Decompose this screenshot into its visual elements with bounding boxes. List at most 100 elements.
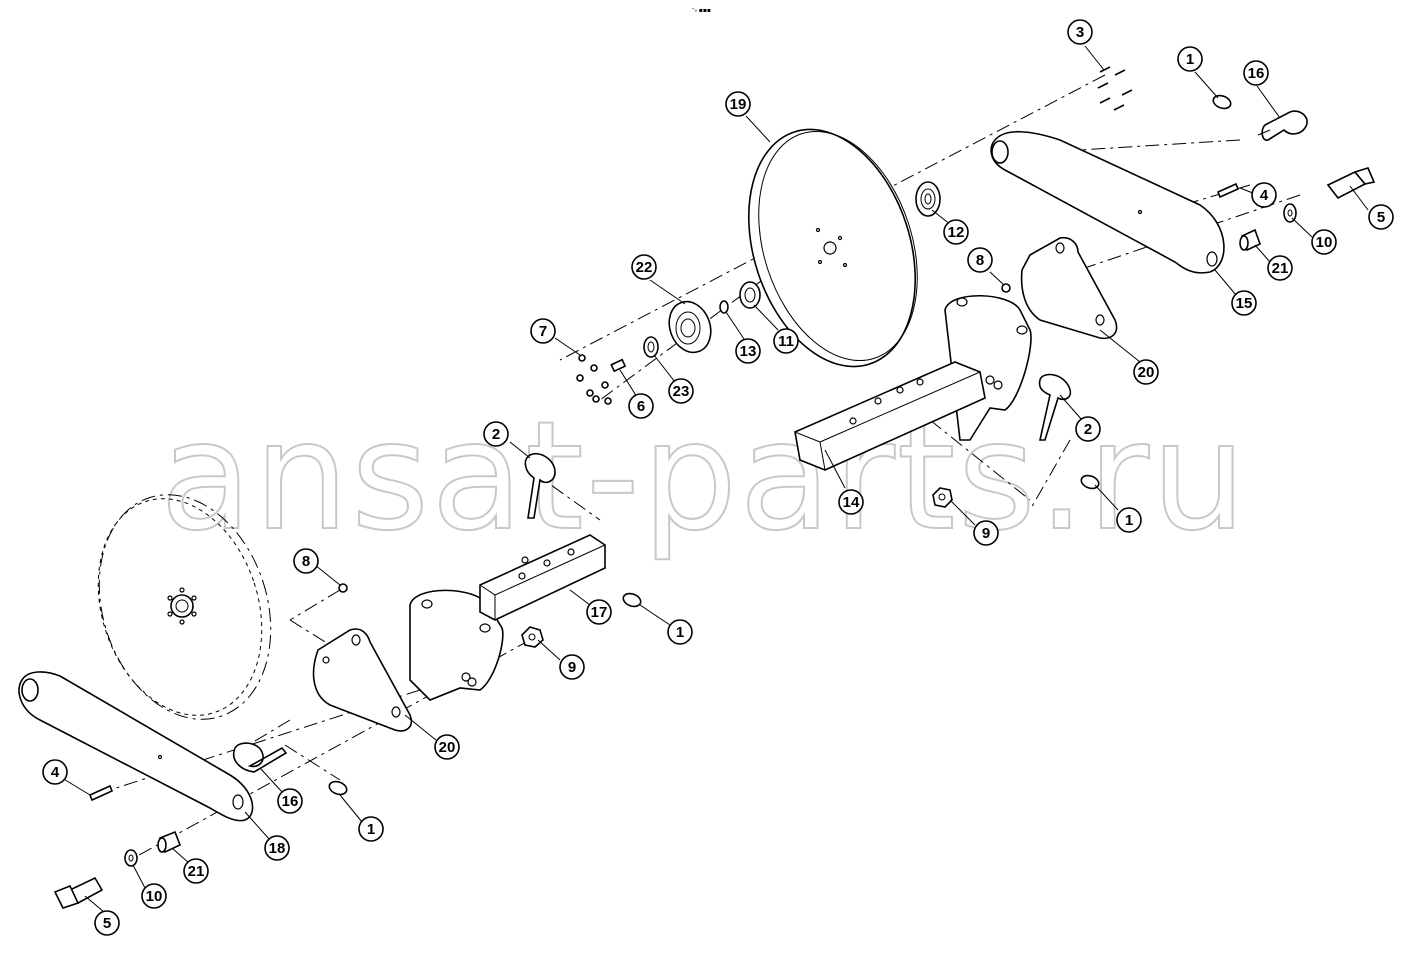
leader-lines <box>61 45 1369 913</box>
callout-11: 11 <box>773 328 799 354</box>
callout-10: 10 <box>1311 229 1337 255</box>
svg-text:11: 11 <box>778 333 794 350</box>
lynch-pin-1-upper-right <box>1080 474 1100 490</box>
bearing-11 <box>739 281 761 309</box>
svg-text:19: 19 <box>730 96 747 113</box>
disc-upper <box>747 128 918 368</box>
svg-text:18: 18 <box>269 840 286 857</box>
tube-17 <box>409 534 606 701</box>
svg-text:12: 12 <box>948 224 965 241</box>
callout-5: 5 <box>1368 204 1394 230</box>
callout-20: 20 <box>1133 359 1159 385</box>
callouts: 3 1 16 19 4 5 12 10 8 21 22 15 7 11 13 2… <box>42 19 1394 936</box>
svg-text:4: 4 <box>1260 187 1269 204</box>
callout-8: 8 <box>967 247 993 273</box>
seal-23 <box>643 336 659 358</box>
svg-text:14: 14 <box>843 494 860 511</box>
callout-5: 5 <box>94 910 120 936</box>
svg-text:4: 4 <box>51 764 60 781</box>
svg-text:8: 8 <box>976 252 984 269</box>
bolt-4-upper <box>1216 182 1240 199</box>
bolt-8-lower <box>338 583 348 593</box>
svg-text:13: 13 <box>740 343 757 360</box>
pin-2-lower <box>524 453 556 519</box>
svg-text:5: 5 <box>1377 209 1385 226</box>
svg-text:10: 10 <box>146 888 163 905</box>
callout-2: 2 <box>1075 416 1101 442</box>
callout-1: 1 <box>1116 507 1142 533</box>
callout-16: 16 <box>1243 60 1269 86</box>
bolt-4-lower <box>88 784 114 802</box>
disc-lower <box>97 494 272 720</box>
svg-text:1: 1 <box>676 624 684 641</box>
callout-19: 19 <box>725 91 751 117</box>
plate-lower-20 <box>312 628 413 732</box>
svg-text:1: 1 <box>1125 512 1133 529</box>
nut-9-lower <box>521 626 544 648</box>
callout-20: 20 <box>434 734 460 760</box>
svg-text:2: 2 <box>1084 421 1092 438</box>
callout-8: 8 <box>293 548 319 574</box>
svg-text:9: 9 <box>568 659 576 676</box>
tube-14 <box>794 295 1032 471</box>
watermark: ansat-parts.ru <box>160 390 1248 564</box>
svg-text:3: 3 <box>1076 24 1084 41</box>
svg-text:5: 5 <box>103 915 111 932</box>
lynch-pin-1-upper <box>1212 94 1232 110</box>
svg-text:15: 15 <box>1236 295 1253 312</box>
callout-16: 16 <box>277 788 303 814</box>
nuts-7 <box>576 354 612 405</box>
callout-6: 6 <box>628 393 654 419</box>
svg-text:16: 16 <box>1248 65 1265 82</box>
pin-2-upper <box>1038 373 1072 441</box>
header-mark: ᵔ₀ ▪▪▪ <box>692 7 711 14</box>
callout-9: 9 <box>559 654 585 680</box>
callout-9: 9 <box>973 520 999 546</box>
washer-10-upper <box>1283 203 1297 223</box>
svg-text:20: 20 <box>1138 364 1155 381</box>
callout-1: 1 <box>1177 46 1203 72</box>
callout-2: 2 <box>483 421 509 447</box>
callout-22: 22 <box>631 254 657 280</box>
callout-15: 15 <box>1231 290 1257 316</box>
callout-7: 7 <box>530 318 556 344</box>
callout-18: 18 <box>264 835 290 861</box>
callout-10: 10 <box>141 883 167 909</box>
washer-13 <box>719 300 729 314</box>
arm-upper-15 <box>990 130 1225 274</box>
svg-text:23: 23 <box>673 383 690 400</box>
svg-text:9: 9 <box>982 525 990 542</box>
bolt-5-lower <box>53 876 104 909</box>
svg-text:1: 1 <box>367 821 375 838</box>
svg-text:8: 8 <box>302 553 310 570</box>
callout-17: 17 <box>586 599 612 625</box>
svg-text:6: 6 <box>637 398 645 415</box>
bolts-3 <box>1097 66 1133 111</box>
callout-13: 13 <box>735 338 761 364</box>
bolt-5-upper <box>1326 167 1376 200</box>
callout-21: 21 <box>183 858 209 884</box>
callout-3: 3 <box>1067 19 1093 45</box>
callout-4: 4 <box>42 759 68 785</box>
pin-16-lower <box>233 742 288 773</box>
bolt-8-upper <box>1001 283 1011 293</box>
hub-22 <box>668 300 712 354</box>
svg-text:16: 16 <box>282 793 299 810</box>
svg-text:1: 1 <box>1186 51 1194 68</box>
callout-1: 1 <box>358 816 384 842</box>
callout-4: 4 <box>1251 182 1277 208</box>
svg-text:21: 21 <box>1272 260 1289 277</box>
svg-text:20: 20 <box>439 739 456 756</box>
svg-text:17: 17 <box>591 604 608 621</box>
pin-16-upper <box>1257 110 1308 141</box>
svg-text:22: 22 <box>636 259 653 276</box>
callout-21: 21 <box>1267 255 1293 281</box>
svg-text:7: 7 <box>539 323 547 340</box>
svg-text:21: 21 <box>188 863 205 880</box>
lynch-pin-1-lower-mid <box>622 592 642 608</box>
plate-upper-20 <box>1020 236 1118 340</box>
bolt-6 <box>610 358 627 373</box>
callout-12: 12 <box>943 219 969 245</box>
svg-text:10: 10 <box>1316 234 1333 251</box>
